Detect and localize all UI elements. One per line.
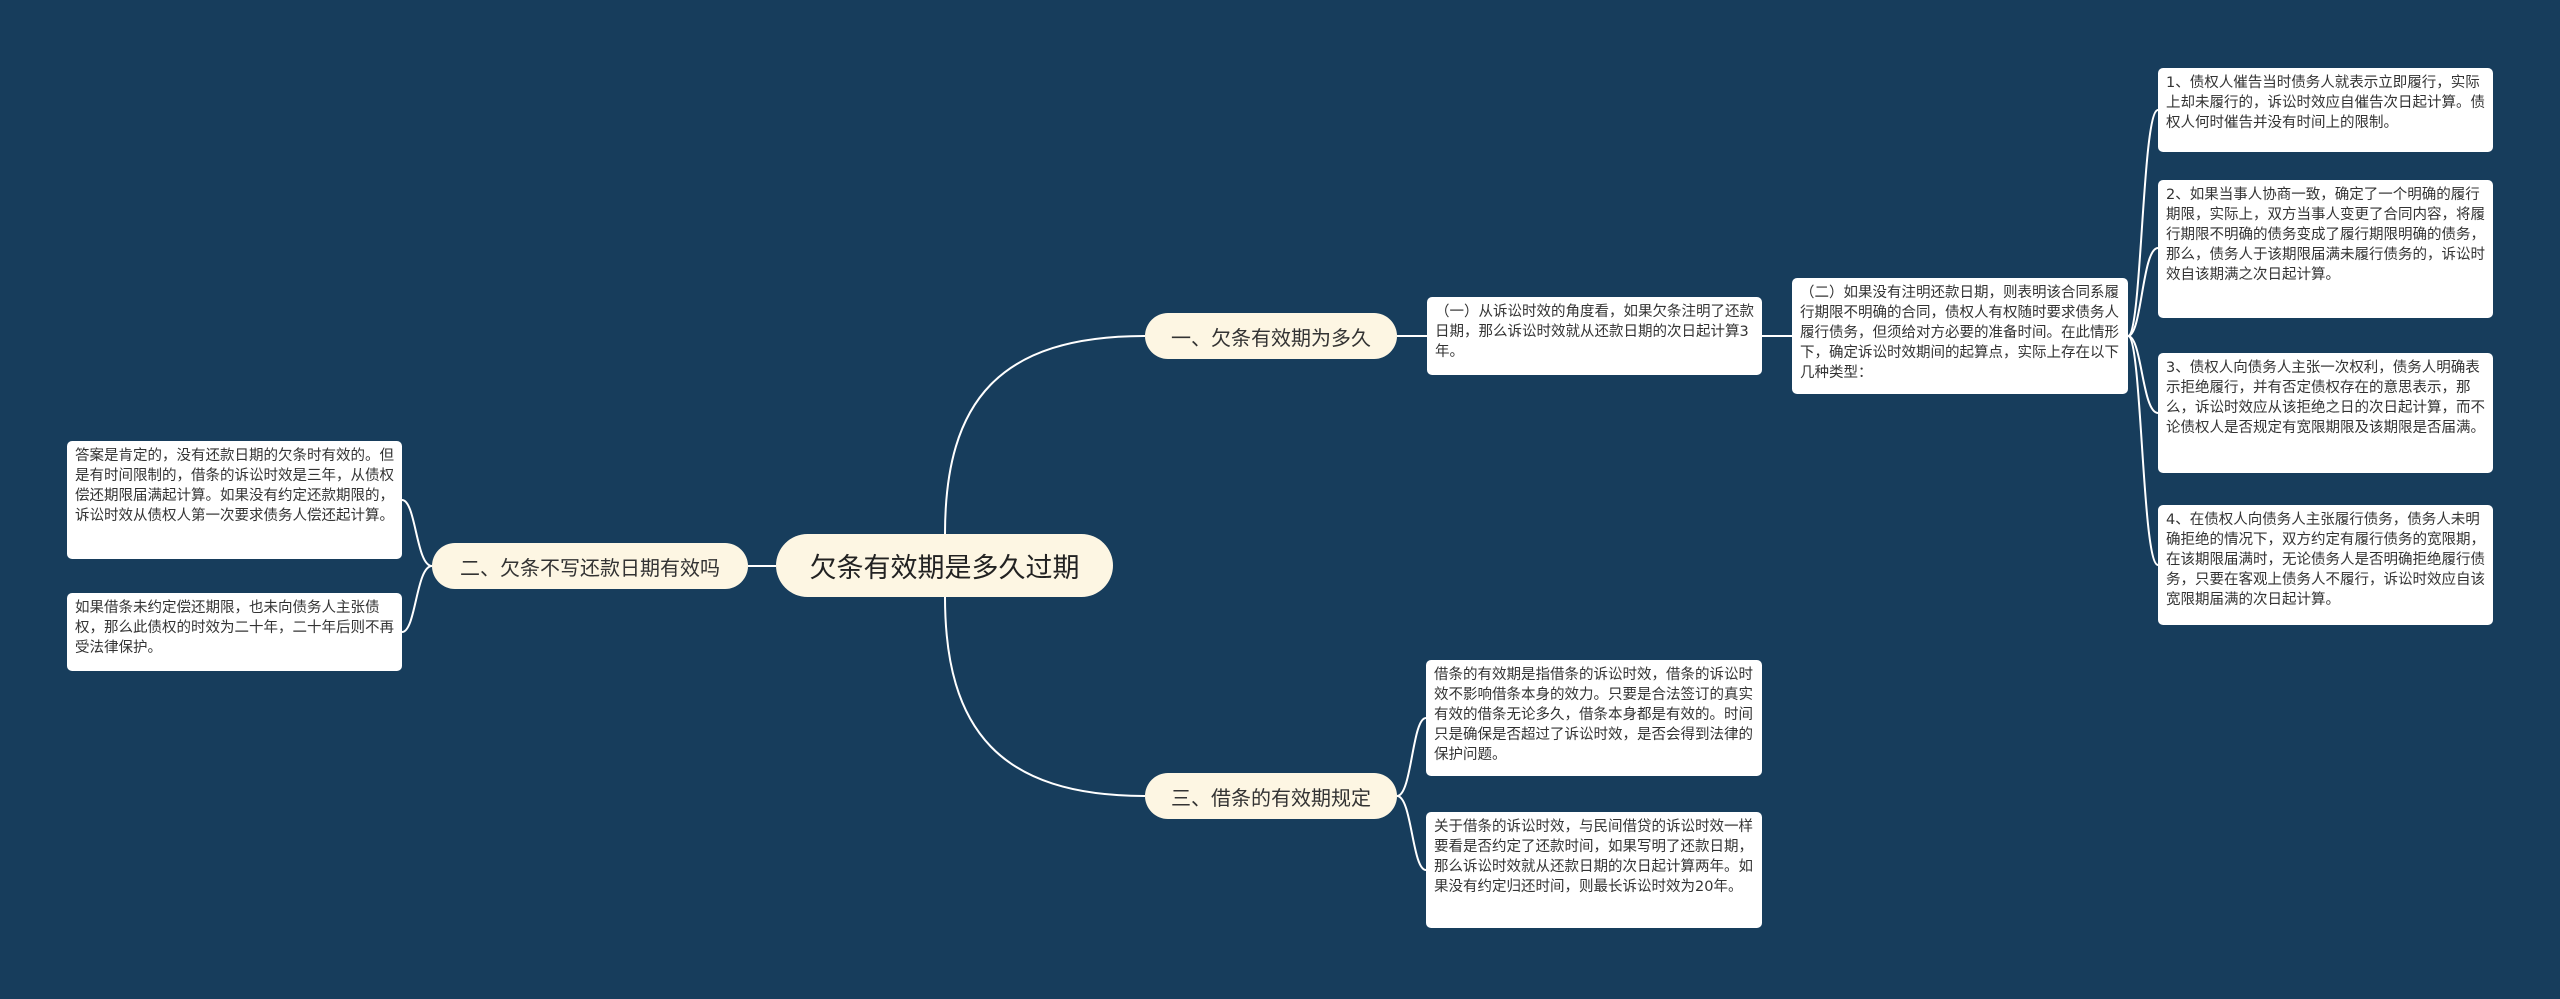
link-leaf2-sub1 bbox=[2127, 109, 2159, 337]
link-b3-leaf1 bbox=[1396, 717, 1427, 797]
leaf-b2-1[interactable]: 答案是肯定的，没有还款日期的欠条时有效的。但是有时间限制的，借条的诉讼时效是三年… bbox=[67, 441, 402, 559]
leaf-b2-2[interactable]: 如果借条未约定偿还期限，也未向债务人主张债权，那么此债权的时效为二十年，二十年后… bbox=[67, 593, 402, 671]
leaf-b1-1[interactable]: （一）从诉讼时效的角度看，如果欠条注明了还款日期，那么诉讼时效就从还款日期的次日… bbox=[1427, 297, 1762, 375]
link-leaf2-sub2 bbox=[2127, 247, 2159, 337]
leaf-b1-2-4[interactable]: 4、在债权人向债务人主张履行债务，债务人未明确拒绝的情况下，双方约定有履行债务的… bbox=[2158, 505, 2493, 625]
branch-3[interactable]: 三、借条的有效期规定 bbox=[1145, 773, 1397, 819]
leaf-b3-1[interactable]: 借条的有效期是指借条的诉讼时效，借条的诉讼时效不影响借条本身的效力。只要是合法签… bbox=[1426, 660, 1762, 776]
link-root-b3 bbox=[944, 596, 1146, 797]
link-root-b1 bbox=[944, 335, 1146, 535]
leaf-b1-2-3[interactable]: 3、债权人向债务人主张一次权利，债务人明确表示拒绝履行，并有否定债权存在的意思表… bbox=[2158, 353, 2493, 473]
root-topic[interactable]: 欠条有效期是多久过期 bbox=[776, 534, 1113, 597]
branch-2[interactable]: 二、欠条不写还款日期有效吗 bbox=[432, 543, 748, 589]
link-b2-leaf1 bbox=[401, 499, 433, 567]
link-leaf2-sub4 bbox=[2127, 335, 2159, 566]
leaf-b3-2[interactable]: 关于借条的诉讼时效，与民间借贷的诉讼时效一样要看是否约定了还款时间，如果写明了还… bbox=[1426, 812, 1762, 928]
leaf-b1-2-1[interactable]: 1、债权人催告当时债务人就表示立即履行，实际上却未履行的，诉讼时效应自催告次日起… bbox=[2158, 68, 2493, 152]
leaf-b1-2-2[interactable]: 2、如果当事人协商一致，确定了一个明确的履行期限，实际上，双方当事人变更了合同内… bbox=[2158, 180, 2493, 318]
branch-1[interactable]: 一、欠条有效期为多久 bbox=[1145, 313, 1397, 359]
link-leaf2-sub3 bbox=[2127, 335, 2159, 414]
leaf-b1-2[interactable]: （二）如果没有注明还款日期，则表明该合同系履行期限不明确的合同，债权人有权随时要… bbox=[1792, 278, 2128, 394]
link-b3-leaf2 bbox=[1396, 795, 1427, 871]
link-b2-leaf2 bbox=[401, 565, 433, 633]
